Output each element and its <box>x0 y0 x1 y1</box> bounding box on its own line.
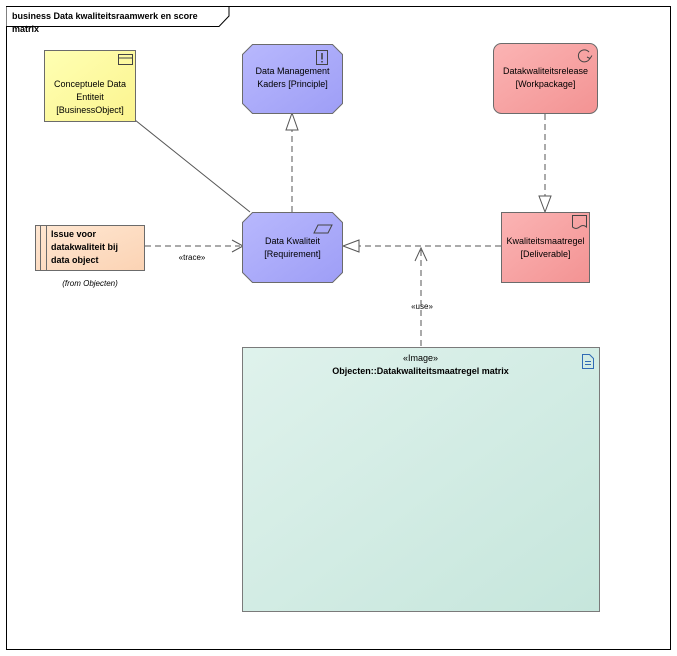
trace-label: «trace» <box>178 253 206 262</box>
issue-line-3: data object <box>51 255 99 265</box>
business-object-line-1: Conceptuele Data <box>53 79 127 89</box>
deliverable-line-1: Kwaliteitsmaatregel <box>506 236 585 246</box>
business-object-label: Conceptuele Data Entiteit [BusinessObjec… <box>44 78 136 117</box>
issue-label: Issue voor datakwaliteit bij data object <box>51 228 143 267</box>
use-arrowhead <box>414 246 428 262</box>
use-label: «use» <box>411 302 433 311</box>
parallelogram-icon <box>313 224 333 234</box>
diagram-title: business Data kwaliteitsraamwerk en scor… <box>12 11 198 34</box>
business-object-line-2: Entiteit <box>76 92 104 102</box>
requirement-label: Data Kwaliteit [Requirement] <box>242 235 343 261</box>
document-icon <box>572 215 587 229</box>
issue-line-1: Issue voor <box>51 229 97 239</box>
realization-arrowhead-requirement <box>341 239 360 253</box>
deliverable-node[interactable] <box>501 212 590 283</box>
workpackage-line-2: [Workpackage] <box>515 79 576 89</box>
diagram-frame <box>6 6 671 650</box>
requirement-line-1: Data Kwaliteit <box>264 236 321 246</box>
issue-from-package: (from Objecten) <box>62 279 118 288</box>
page-icon <box>582 354 594 369</box>
issue-line-2: datakwaliteit bij <box>51 242 119 252</box>
connectors <box>134 114 546 346</box>
requirement-node[interactable] <box>242 212 343 283</box>
business-object-node[interactable] <box>44 50 136 122</box>
business-object-icon <box>118 54 133 65</box>
workpackage-line-1: Datakwaliteitsrelease <box>502 66 589 76</box>
requirement-line-2: [Requirement] <box>264 249 321 259</box>
image-element[interactable] <box>242 347 600 612</box>
principle-label: Data Management Kaders [Principle] <box>242 65 343 91</box>
realization-arrowhead-principle <box>285 111 299 131</box>
workpackage-label: Datakwaliteitsrelease [Workpackage] <box>493 65 598 91</box>
frame-title-tab <box>6 6 230 27</box>
exclamation-icon <box>316 50 328 65</box>
association-line[interactable] <box>134 119 251 213</box>
business-object-line-3: [BusinessObject] <box>56 105 124 115</box>
principle-line-2: Kaders [Principle] <box>257 79 328 89</box>
object-bars-icon <box>40 225 47 271</box>
principle-line-1: Data Management <box>255 66 330 76</box>
image-title: Objecten::Datakwaliteitsmaatregel matrix <box>332 366 509 376</box>
realization-arrowhead-workpackage <box>538 195 552 214</box>
cycle-arrow-icon <box>577 49 593 63</box>
deliverable-line-2: [Deliverable] <box>520 249 571 259</box>
workpackage-node[interactable] <box>493 43 598 114</box>
issue-node[interactable] <box>35 225 145 271</box>
principle-node[interactable] <box>242 44 343 114</box>
image-stereotype: «Image» <box>402 353 439 363</box>
deliverable-label: Kwaliteitsmaatregel [Deliverable] <box>501 235 590 261</box>
